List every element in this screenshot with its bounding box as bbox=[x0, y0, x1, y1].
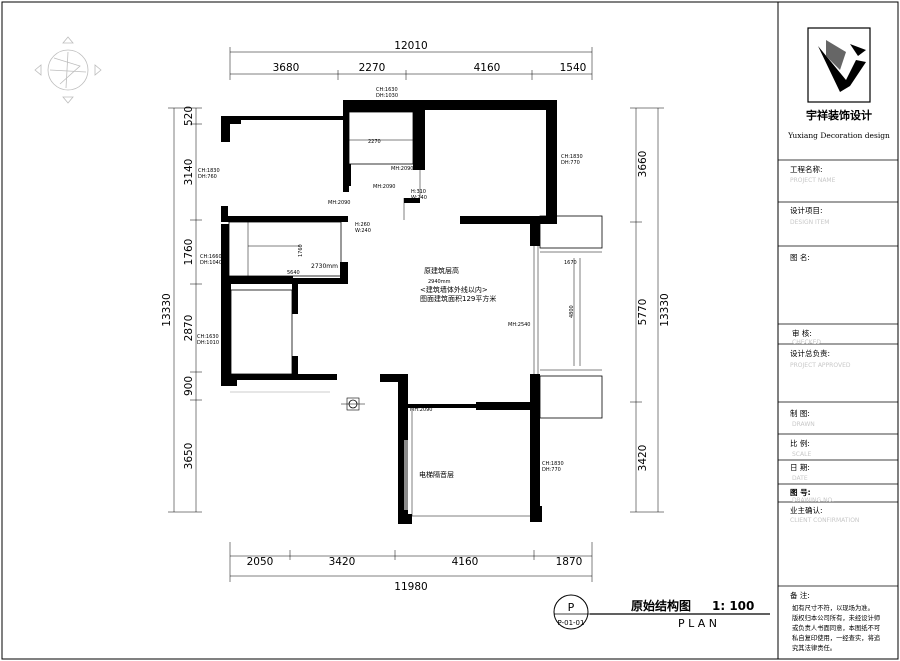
small-dim-4: 1760 bbox=[298, 244, 304, 257]
walls bbox=[221, 100, 557, 524]
small-dim-3: 4800 bbox=[569, 305, 575, 318]
tb-drawing-name-label: 图 名: bbox=[790, 252, 810, 262]
small-dims: 2270 1670 4800 1760 5640 bbox=[287, 139, 577, 318]
small-dim-5: 5640 bbox=[287, 270, 300, 276]
tb-notes-label: 备 注: bbox=[790, 590, 810, 600]
tb-checked-faint: CHECKED bbox=[792, 339, 821, 346]
dim-top-3: 4160 bbox=[474, 62, 501, 74]
tb-note-2: 版权归本公司所有，未经设计师 bbox=[792, 613, 880, 622]
note-line-3: <建筑墙体外线以内> bbox=[420, 285, 488, 294]
elevator-label: 电梯隔音层 bbox=[419, 470, 454, 479]
logo-mark-icon bbox=[818, 40, 866, 92]
dim-left-2: 3140 bbox=[183, 159, 195, 186]
dim-bottom-4: 1870 bbox=[556, 556, 583, 568]
dim-bottom-2: 3420 bbox=[329, 556, 356, 568]
logo-en: Yuxiang Decoration design bbox=[787, 131, 890, 140]
dim-right-2: 5770 bbox=[637, 299, 649, 326]
tb-note-1: 如有尺寸不符，以现场为准。 bbox=[792, 603, 874, 612]
note-line-4: 图面建筑面积129平方米 bbox=[420, 294, 496, 303]
inner-lines bbox=[228, 111, 603, 517]
drawing-plan-word: P L A N bbox=[678, 617, 717, 630]
dim-bottom-3: 4160 bbox=[452, 556, 479, 568]
dimension-lines bbox=[168, 47, 664, 582]
tb-design-item-faint: DESIGN ITEM bbox=[790, 219, 829, 226]
dim-right-3: 3420 bbox=[637, 445, 649, 472]
dim-top-overall: 12010 bbox=[394, 40, 427, 52]
tb-date-faint: DATE bbox=[792, 475, 808, 482]
dim-left-4: 2870 bbox=[183, 315, 195, 342]
dim-left-5: 900 bbox=[183, 376, 195, 396]
level-mark: 2730mm bbox=[311, 263, 338, 270]
drawing-title: 原始结构图 bbox=[631, 598, 691, 613]
tb-client-faint: CLIENT CONFIRMATION bbox=[790, 517, 859, 524]
tb-note-3: 或负责人书面同意，本图纸不可 bbox=[792, 623, 880, 632]
door-tag-4: MH:2540 bbox=[508, 322, 530, 328]
small-dim-1: 2270 bbox=[368, 139, 381, 145]
door-tags: MH:2090 MH:2090 MH:2090 MH:2540 MH:2090 bbox=[328, 166, 530, 413]
tb-design-item-label: 设计项目: bbox=[790, 205, 823, 215]
meter-symbol bbox=[341, 397, 365, 411]
tb-checked-label: 审 核: bbox=[792, 328, 812, 338]
tb-client-label: 业主确认: bbox=[790, 505, 823, 515]
door-tag-5: MH:2090 bbox=[410, 407, 432, 413]
tb-project-label: 工程名称: bbox=[790, 164, 823, 174]
tb-drawing-no-faint: DRAWING NO. bbox=[792, 497, 834, 504]
dim-bottom-overall: 11980 bbox=[394, 581, 427, 593]
note-line-2: 2940mm bbox=[428, 279, 451, 285]
dim-left-overall: 13330 bbox=[161, 293, 173, 326]
dim-bottom-1: 2050 bbox=[247, 556, 274, 568]
drawing-circle bbox=[553, 594, 589, 630]
dim-left-3: 1760 bbox=[183, 239, 195, 266]
building-note: 原建筑层高 2940mm <建筑墙体外线以内> 图面建筑面积129平方米 bbox=[420, 266, 496, 303]
dim-top-1: 3680 bbox=[273, 62, 300, 74]
door-tag-1: MH:2090 bbox=[391, 166, 413, 172]
tb-note-4: 私自复印使用，一经查实，将追 bbox=[792, 633, 881, 642]
small-dim-2: 1670 bbox=[564, 260, 577, 266]
title-area: P P-01-01 原始结构图 1: 100 P L A N bbox=[553, 594, 770, 630]
tb-approved-label: 设计总负责: bbox=[790, 348, 830, 358]
drawing-circle-letter: P bbox=[568, 601, 575, 614]
dim-top-4: 1540 bbox=[560, 62, 587, 74]
dim-right-overall: 13330 bbox=[659, 293, 671, 326]
tb-project-faint: PROJECT NAME bbox=[790, 177, 836, 184]
dim-right-1: 3660 bbox=[637, 151, 649, 178]
dim-left-6: 3650 bbox=[183, 443, 195, 470]
tb-note-5: 究其法律责任。 bbox=[792, 643, 836, 652]
dim-left-1: 520 bbox=[183, 106, 195, 126]
door-tag-3: MH:2090 bbox=[328, 200, 350, 206]
tb-scale-faint: SCALE bbox=[792, 451, 811, 458]
dim-top-2: 2270 bbox=[359, 62, 386, 74]
tb-scale-label: 比 例: bbox=[790, 438, 810, 448]
title-block: 宇祥装饰设计 Yuxiang Decoration design 工程名称: P… bbox=[777, 2, 898, 659]
drawing-circle-code: P-01-01 bbox=[558, 619, 585, 627]
tb-drawn-label: 制 图: bbox=[790, 408, 810, 418]
tb-drawing-no-label: 图 号: bbox=[790, 488, 811, 497]
logo-frame bbox=[807, 27, 871, 103]
tb-drawn-faint: DRAWN bbox=[792, 421, 815, 428]
logo-cn: 宇祥装饰设计 bbox=[806, 108, 872, 122]
door-tag-2: MH:2090 bbox=[373, 184, 395, 190]
note-line-1: 原建筑层高 bbox=[424, 266, 459, 275]
tb-date-label: 日 期: bbox=[790, 463, 810, 472]
drawing-scale: 1: 100 bbox=[712, 599, 754, 613]
tb-approved-faint: PROJECT APPROVED bbox=[790, 362, 851, 369]
compass-ornament bbox=[34, 36, 102, 104]
